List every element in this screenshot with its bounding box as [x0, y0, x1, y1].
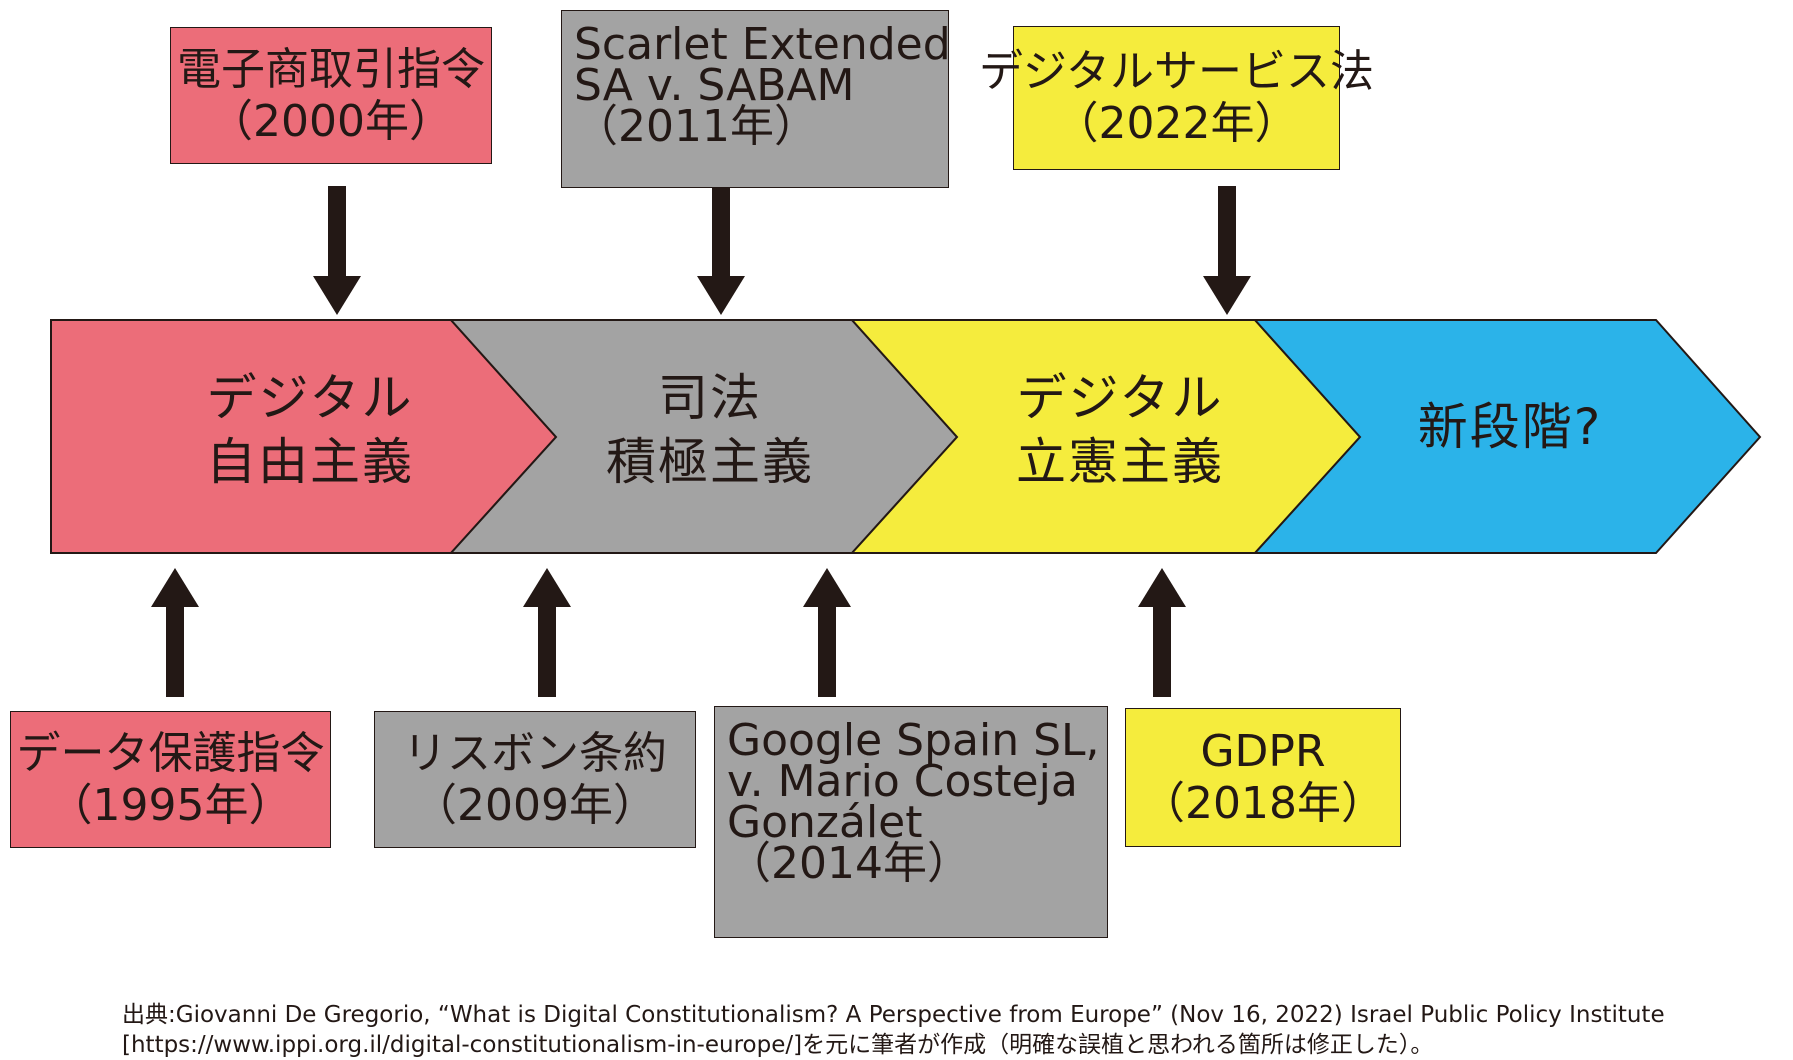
event-year: （2000年） — [209, 95, 453, 147]
event-box-scarlet-sabam: Scarlet Extended SA v. SABAM （2011年） — [561, 10, 951, 188]
event-box-google-spain: Google Spain SL, v. Mario Costeja Gonzál… — [714, 706, 1108, 938]
source-note: 出典:Giovanni De Gregorio, “What is Digita… — [122, 1000, 1665, 1060]
stage-label-1-line1: デジタル — [206, 369, 414, 427]
stage-new-phase — [1252, 319, 1762, 554]
event-box-ecommerce-directive: 電子商取引指令 （2000年） — [170, 27, 492, 164]
stage-label-1: デジタル 自由主義 — [160, 366, 460, 494]
stage-label-4: 新段階? — [1360, 395, 1660, 459]
event-title: デジタルサービス法 — [978, 46, 1375, 98]
event-title: リスボン条約 — [403, 727, 667, 779]
stage-label-2-line2: 積極主義 — [606, 433, 814, 491]
down-arrow-1 — [313, 186, 361, 315]
stage-label-2: 司法 積極主義 — [560, 366, 860, 494]
source-line2: [https://www.ippi.org.il/digital-constit… — [122, 1032, 1434, 1058]
stage-label-2-line1: 司法 — [658, 369, 762, 427]
down-arrow-2 — [697, 186, 745, 315]
event-box-data-protection-directive: データ保護指令 （1995年） — [10, 711, 331, 848]
event-title-line2: v. Mario Costeja — [727, 755, 1078, 807]
event-box-gdpr: GDPR （2018年） — [1125, 708, 1401, 847]
event-year: （2022年） — [1054, 98, 1299, 149]
up-arrow-2 — [523, 568, 571, 697]
event-year: （2018年） — [1141, 777, 1385, 829]
event-title-line3: Gonzálet — [727, 796, 923, 848]
stage-label-3: デジタル 立憲主義 — [970, 366, 1270, 494]
event-title: データ保護指令 — [16, 727, 325, 779]
event-box-digital-services-act: デジタルサービス法 （2022年） — [979, 26, 1374, 170]
event-title-line1: Google Spain SL, — [727, 715, 1100, 766]
event-title-line1: Scarlet Extended — [574, 19, 951, 70]
stage-label-3-line1: デジタル — [1016, 369, 1224, 427]
up-arrow-1 — [151, 568, 199, 697]
event-year: （2009年） — [413, 779, 657, 831]
event-year: （1995年） — [48, 779, 293, 831]
stage-label-1-line2: 自由主義 — [206, 433, 414, 491]
up-arrow-4 — [1138, 568, 1186, 697]
down-arrow-3 — [1203, 186, 1251, 315]
event-year: （2011年） — [574, 100, 818, 152]
stage-label-3-line2: 立憲主義 — [1016, 433, 1224, 491]
event-year: （2014年） — [727, 837, 971, 889]
event-title-line2: SA v. SABAM — [574, 59, 855, 111]
up-arrow-3 — [803, 568, 851, 697]
source-line1: 出典:Giovanni De Gregorio, “What is Digita… — [122, 1002, 1665, 1028]
event-box-lisbon-treaty: リスボン条約 （2009年） — [374, 711, 696, 848]
stage-label-4-line1: 新段階? — [1417, 398, 1603, 456]
event-title: GDPR — [1200, 725, 1326, 777]
event-title: 電子商取引指令 — [177, 43, 485, 95]
